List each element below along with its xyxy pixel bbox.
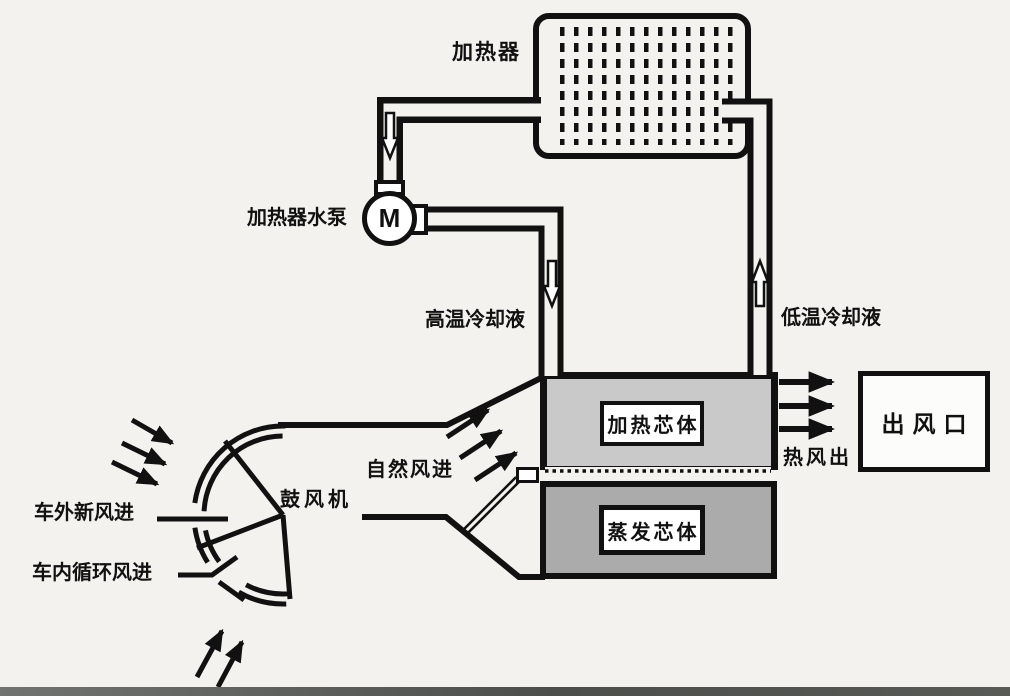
blower-fan <box>191 423 375 607</box>
blower-wheel <box>201 433 365 597</box>
natural-air-arrow <box>445 407 491 440</box>
pipe-heating-core-to-heater <box>721 98 773 377</box>
recirc-door-line <box>217 579 246 603</box>
airflow-arrows <box>110 371 835 689</box>
blower-blade <box>223 439 285 517</box>
inside-recirc-air-label: 车内循环风进 <box>32 562 152 584</box>
pump-motor: M <box>362 191 417 246</box>
outside-fresh-air-label: 车外新风进 <box>34 502 134 524</box>
natural-air-arrow <box>458 428 504 461</box>
air-duct-walls <box>278 374 545 580</box>
blower-blade <box>280 514 293 600</box>
recirc-inlet-line <box>178 554 239 578</box>
inlet-lines <box>157 516 246 603</box>
flow-arrow-up-right-pipe <box>750 257 770 308</box>
bottom-edge-strip <box>0 687 1010 696</box>
air-outlet-box: 出风口 <box>858 371 990 472</box>
fresh-air-arrow <box>120 440 168 467</box>
heater-pump-label: 加热器水泵 <box>247 207 347 229</box>
evaporator-core-box: 蒸发芯体 <box>599 505 705 555</box>
flow-arrow-down-left-pipe <box>380 111 400 162</box>
heater-radiator <box>533 13 751 159</box>
hot-air-out-label: 热风出 <box>783 447 852 469</box>
natural-air-in-label: 自然风进 <box>366 459 454 481</box>
natural-air-arrow <box>473 450 519 483</box>
flow-arrow-down-mid-pipe <box>542 259 562 310</box>
pipe-pump-to-heating-core <box>424 206 564 378</box>
high-temp-coolant-label: 高温冷却液 <box>425 309 525 331</box>
flap-damper-box <box>516 467 539 483</box>
heater-label: 加热器 <box>452 41 521 64</box>
pipe-heater-to-pump <box>377 97 543 192</box>
heating-core-box: 加热芯体 <box>600 401 704 446</box>
low-temp-coolant-label: 低温冷却液 <box>781 307 881 329</box>
blower-blade <box>196 512 284 551</box>
section-separator-dotted <box>545 467 771 477</box>
fresh-air-arrow <box>110 459 160 487</box>
blower-label: 鼓风机 <box>280 489 352 511</box>
recirc-air-arrow <box>194 628 225 679</box>
air-mix-flap <box>461 476 521 536</box>
recirc-air-arrow <box>215 639 245 689</box>
fresh-air-arrow <box>130 417 175 446</box>
